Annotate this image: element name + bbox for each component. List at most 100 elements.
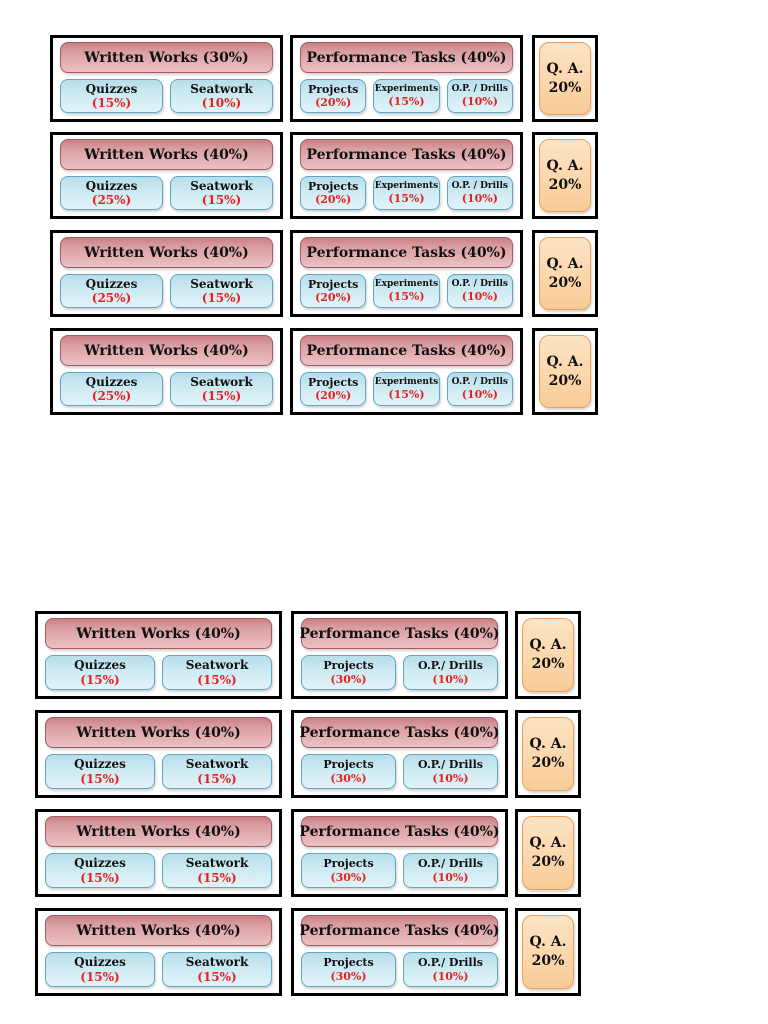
item-label: Quizzes [85, 374, 138, 389]
item-percent: (10%) [432, 672, 469, 686]
item-percent: (25%) [91, 193, 132, 207]
qa-percent: 20% [531, 755, 565, 771]
written-works-header: Written Works (40%) [45, 618, 272, 649]
quarterly-assessment-box: Q. A. 20% [515, 710, 581, 798]
written-works-items: Quizzes (25%) Seatwork (15%) [60, 274, 273, 308]
subject-box-seatwork: Seatwork (15%) [162, 853, 272, 888]
subject-box-seatwork: Seatwork (15%) [170, 274, 273, 308]
subject-box-projects: Projects (30%) [301, 853, 396, 888]
performance-tasks-items: Projects (20%) Experiments (15%) O.P. / … [300, 176, 513, 210]
item-label: O.P. / Drills [451, 181, 508, 191]
quarterly-assessment-card: Q. A. 20% [522, 915, 574, 989]
item-label: Projects [307, 82, 359, 96]
qa-percent: 20% [548, 79, 582, 96]
written-works-box: Written Works (40%) Quizzes (25%) Seatwo… [50, 328, 283, 415]
item-percent: (10%) [461, 289, 498, 303]
written-works-header: Written Works (40%) [45, 816, 272, 847]
item-label: Seatwork [185, 856, 249, 871]
performance-tasks-header: Performance Tasks (40%) [300, 139, 513, 170]
performance-tasks-header: Performance Tasks (40%) [300, 237, 513, 268]
subject-box-op-drills: O.P./ Drills (10%) [403, 754, 498, 789]
qa-label: Q. A. [529, 736, 567, 753]
performance-tasks-box: Performance Tasks (40%) Projects (30%) O… [291, 908, 508, 996]
item-percent: (30%) [330, 672, 367, 686]
item-percent: (30%) [330, 870, 367, 884]
subject-box-op-drills: O.P. / Drills (10%) [446, 372, 513, 406]
item-label: Projects [307, 375, 359, 389]
item-label: Seatwork [190, 178, 253, 193]
subject-box-quizzes: Quizzes (15%) [45, 853, 155, 888]
written-works-box: Written Works (30%) Quizzes (15%) Seatwo… [50, 35, 283, 122]
written-works-items: Quizzes (15%) Seatwork (15%) [45, 952, 272, 987]
performance-tasks-box: Performance Tasks (40%) Projects (20%) E… [290, 230, 523, 317]
item-label: Seatwork [190, 374, 253, 389]
item-percent: (15%) [80, 771, 120, 786]
performance-tasks-items: Projects (20%) Experiments (15%) O.P. / … [300, 274, 513, 308]
item-percent: (15%) [201, 193, 242, 207]
item-label: O.P./ Drills [418, 956, 483, 970]
item-label: O.P./ Drills [418, 659, 483, 673]
subject-box-experiments: Experiments (15%) [373, 372, 440, 406]
item-percent: (25%) [91, 291, 132, 305]
item-label: Quizzes [85, 276, 138, 291]
subject-box-seatwork: Seatwork (10%) [170, 79, 273, 113]
grading-row-7: Written Works (40%) Quizzes (15%) Seatwo… [35, 809, 581, 897]
item-percent: (15%) [388, 387, 425, 401]
qa-label: Q. A. [546, 353, 584, 370]
performance-tasks-box: Performance Tasks (40%) Projects (30%) O… [291, 809, 508, 897]
item-percent: (15%) [197, 672, 237, 687]
subject-box-projects: Projects (20%) [300, 176, 367, 210]
item-label: Experiments [374, 181, 439, 191]
performance-tasks-items: Projects (20%) Experiments (15%) O.P. / … [300, 372, 513, 406]
subject-box-seatwork: Seatwork (15%) [162, 754, 272, 789]
subject-box-quizzes: Quizzes (25%) [60, 176, 163, 210]
quarterly-assessment-box: Q. A. 20% [515, 611, 581, 699]
written-works-items: Quizzes (25%) Seatwork (15%) [60, 176, 273, 210]
item-label: Quizzes [74, 757, 126, 772]
item-percent: (15%) [197, 969, 237, 984]
item-percent: (15%) [80, 969, 120, 984]
subject-box-seatwork: Seatwork (15%) [170, 176, 273, 210]
written-works-items: Quizzes (15%) Seatwork (15%) [45, 655, 272, 690]
performance-tasks-items: Projects (20%) Experiments (15%) O.P. / … [300, 79, 513, 113]
performance-tasks-header: Performance Tasks (40%) [300, 335, 513, 366]
item-label: Seatwork [190, 81, 253, 96]
written-works-header: Written Works (30%) [60, 42, 273, 73]
subject-box-experiments: Experiments (15%) [373, 274, 440, 308]
item-percent: (15%) [197, 870, 237, 885]
item-percent: (10%) [201, 96, 242, 110]
item-percent: (15%) [388, 191, 425, 205]
grading-row-2: Written Works (40%) Quizzes (25%) Seatwo… [50, 132, 598, 219]
performance-tasks-header: Performance Tasks (40%) [300, 42, 513, 73]
performance-tasks-box: Performance Tasks (40%) Projects (20%) E… [290, 132, 523, 219]
written-works-items: Quizzes (15%) Seatwork (15%) [45, 754, 272, 789]
subject-box-op-drills: O.P./ Drills (10%) [403, 853, 498, 888]
item-percent: (20%) [315, 291, 352, 304]
subject-box-op-drills: O.P./ Drills (10%) [403, 655, 498, 690]
item-label: Quizzes [74, 658, 126, 673]
qa-label: Q. A. [529, 637, 567, 654]
qa-percent: 20% [531, 854, 565, 870]
qa-label: Q. A. [546, 255, 584, 272]
performance-tasks-items: Projects (30%) O.P./ Drills (10%) [301, 655, 498, 690]
written-works-items: Quizzes (15%) Seatwork (10%) [60, 79, 273, 113]
item-percent: (10%) [432, 870, 469, 884]
item-label: Experiments [374, 84, 439, 94]
performance-tasks-items: Projects (30%) O.P./ Drills (10%) [301, 754, 498, 789]
subject-box-seatwork: Seatwork (15%) [170, 372, 273, 406]
grading-row-8: Written Works (40%) Quizzes (15%) Seatwo… [35, 908, 581, 996]
item-label: O.P. / Drills [451, 377, 508, 387]
quarterly-assessment-card: Q. A. 20% [539, 335, 591, 408]
subject-box-op-drills: O.P. / Drills (10%) [446, 274, 513, 308]
item-label: Projects [323, 659, 374, 673]
subject-box-quizzes: Quizzes (15%) [45, 952, 155, 987]
performance-tasks-items: Projects (30%) O.P./ Drills (10%) [301, 952, 498, 987]
item-percent: (10%) [461, 191, 498, 205]
qa-percent: 20% [531, 656, 565, 672]
item-label: Experiments [374, 377, 439, 387]
item-label: Projects [307, 277, 359, 291]
written-works-header: Written Works (40%) [60, 139, 273, 170]
grading-row-4: Written Works (40%) Quizzes (25%) Seatwo… [50, 328, 598, 415]
quarterly-assessment-box: Q. A. 20% [532, 328, 598, 415]
